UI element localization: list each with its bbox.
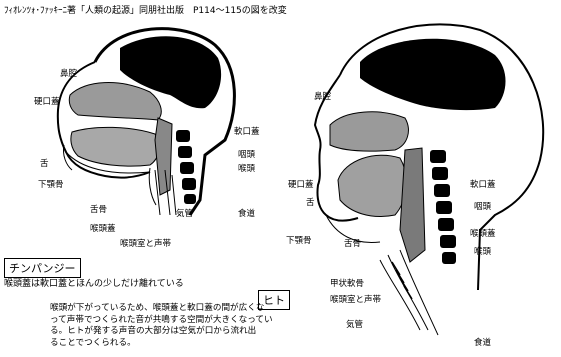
chimp-label-hard-palate: 硬口蓋 xyxy=(34,98,60,107)
paragraph-line: る。ヒトが発する声音の大部分は空気が口から流れ出 xyxy=(50,326,273,338)
human-label-pharynx: 咽頭 xyxy=(474,203,491,212)
human-label-hard-palate: 硬口蓋 xyxy=(288,181,314,190)
chimp-label-nasal: 鼻腔 xyxy=(60,70,77,79)
human-label-thyroid: 甲状軟骨 xyxy=(330,280,364,289)
human-label-tongue: 舌 xyxy=(306,199,315,208)
chimp-label-esophagus: 食道 xyxy=(238,210,255,219)
chimp-label-vocal: 喉頭室と声帯 xyxy=(120,240,171,249)
chimp-head-drawing xyxy=(58,29,235,215)
human-label-vocal: 喉頭室と声帯 xyxy=(330,296,381,305)
human-label-trachea: 気管 xyxy=(346,321,363,330)
chimp-label-larynx: 喉頭 xyxy=(238,165,255,174)
paragraph-line: って声帯でつくられた音が共鳴する空間が大きくなってい xyxy=(50,315,273,327)
chimp-label-epiglottis: 喉頭蓋 xyxy=(90,225,116,234)
chimp-label-hyoid: 舌骨 xyxy=(90,206,107,215)
human-label-larynx: 喉頭 xyxy=(474,248,491,257)
chimp-label-trachea: 気管 xyxy=(176,210,193,219)
paragraph-line: 喉頭が下がっているため、喉頭蓋と軟口蓋の間が広くな xyxy=(50,303,273,315)
human-label-soft-palate: 軟口蓋 xyxy=(470,181,496,190)
chimp-note: 喉頭蓋は軟口蓋とほんの少しだけ離れている xyxy=(4,276,184,289)
explanation-paragraph: 喉頭が下がっているため、喉頭蓋と軟口蓋の間が広くな って声帯でつくられた音が共鳴… xyxy=(50,303,273,349)
chimp-box-label: チンパンジー xyxy=(4,258,81,278)
chimp-label-mandible: 下顎骨 xyxy=(38,181,64,190)
chimp-label-pharynx: 咽頭 xyxy=(238,151,255,160)
human-label-hyoid: 舌骨 xyxy=(344,240,361,249)
chimp-label-soft-palate: 軟口蓋 xyxy=(234,128,260,137)
human-label-nasal: 鼻腔 xyxy=(314,93,331,102)
human-label-epiglottis: 喉頭蓋 xyxy=(470,230,496,239)
human-label-esophagus: 食道 xyxy=(474,339,491,348)
human-label-mandible: 下顎骨 xyxy=(286,237,312,246)
chimp-label-tongue: 舌 xyxy=(40,160,49,169)
paragraph-line: ることでつくられる。 xyxy=(50,338,273,350)
